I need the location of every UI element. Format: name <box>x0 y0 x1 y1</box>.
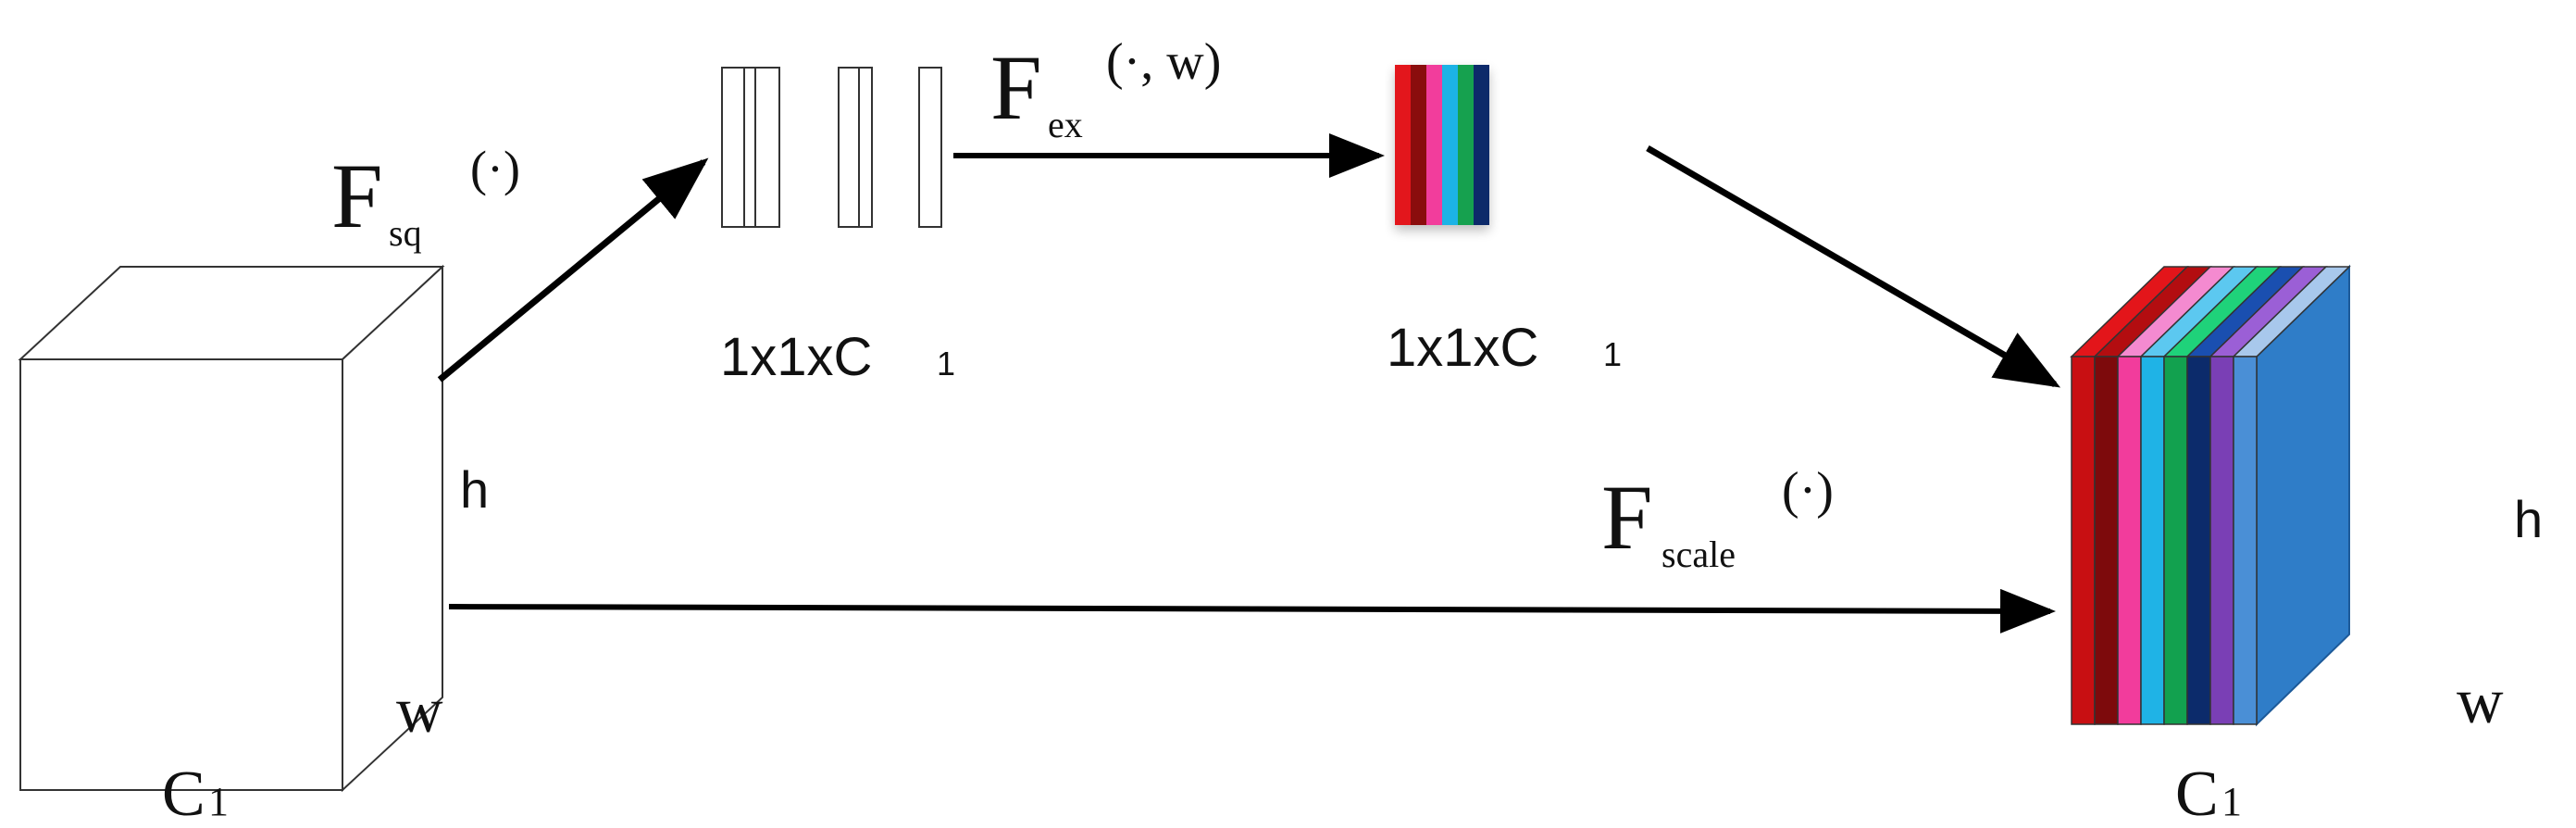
output-h-label: h <box>2514 490 2543 548</box>
output-cube-channel-slice <box>2233 356 2258 725</box>
f-ex-main: F <box>990 36 1042 139</box>
f-scale-main: F <box>1601 466 1653 569</box>
input-c-label: C 1 <box>162 759 229 828</box>
f-ex-label: F ex (·, w) <box>990 33 1221 145</box>
scale-in-arrow <box>1646 144 2061 388</box>
excitation-bar <box>1442 65 1458 225</box>
f-sq-arg: (·) <box>470 141 520 196</box>
squeeze-dim-label: 1x1xC 1 <box>720 327 955 387</box>
output-cube-channel-slice <box>2140 356 2165 725</box>
input-c-main: C <box>162 759 205 828</box>
squeeze-arrow <box>437 157 709 383</box>
output-cube-channel-slice <box>2117 356 2142 725</box>
f-ex-sub: ex <box>1048 104 1083 145</box>
squeeze-bar <box>918 67 942 228</box>
output-cube-channel-slice <box>2186 356 2211 725</box>
squeeze-bar <box>721 67 745 228</box>
squeeze-vector <box>721 67 942 228</box>
output-cube-channel-slice <box>2094 356 2119 725</box>
squeeze-dim-sub: 1 <box>937 345 955 383</box>
output-feature-cube <box>2070 264 2351 727</box>
output-c-main: C <box>2175 759 2219 828</box>
squeeze-bar <box>743 67 756 228</box>
excitation-bar <box>1395 65 1411 225</box>
excitation-bar <box>1474 65 1489 225</box>
output-cube-channel-slice <box>2163 356 2188 725</box>
input-h-label: h <box>460 460 489 519</box>
input-feature-cube <box>18 264 445 793</box>
f-sq-main: F <box>331 144 383 247</box>
squeeze-bar <box>838 67 860 228</box>
excite-dim-sub: 1 <box>1603 335 1622 373</box>
f-scale-arg: (·) <box>1782 462 1834 520</box>
f-sq-sub: sq <box>389 212 422 254</box>
output-c-sub: 1 <box>2221 779 2242 824</box>
output-w-label: w <box>2457 666 2504 737</box>
f-ex-arg: (·, w) <box>1106 33 1221 91</box>
squeeze-bar <box>858 67 873 228</box>
f-scale-sub: scale <box>1661 533 1736 575</box>
f-sq-label: F sq (·) <box>331 141 520 254</box>
output-cube-channel-slice <box>2209 356 2234 725</box>
excite-dim-label: 1x1xC 1 <box>1387 318 1622 378</box>
excitation-bar <box>1411 65 1426 225</box>
excite-dim-main: 1x1xC <box>1387 318 1538 378</box>
excitation-bar <box>1426 65 1442 225</box>
output-c-label: C 1 <box>2175 759 2242 828</box>
f-scale-label: F scale (·) <box>1601 462 1834 575</box>
squeeze-dim-main: 1x1xC <box>720 327 872 387</box>
input-w-label: w <box>396 675 443 746</box>
excitation-bar <box>1458 65 1474 225</box>
output-cube-channel-slice <box>2071 356 2096 725</box>
excitation-vector <box>1395 65 1489 225</box>
input-c-sub: 1 <box>208 779 229 824</box>
squeeze-bar <box>754 67 780 228</box>
scale-main-arrow <box>448 588 2056 634</box>
input-cube-front-face <box>19 358 343 791</box>
